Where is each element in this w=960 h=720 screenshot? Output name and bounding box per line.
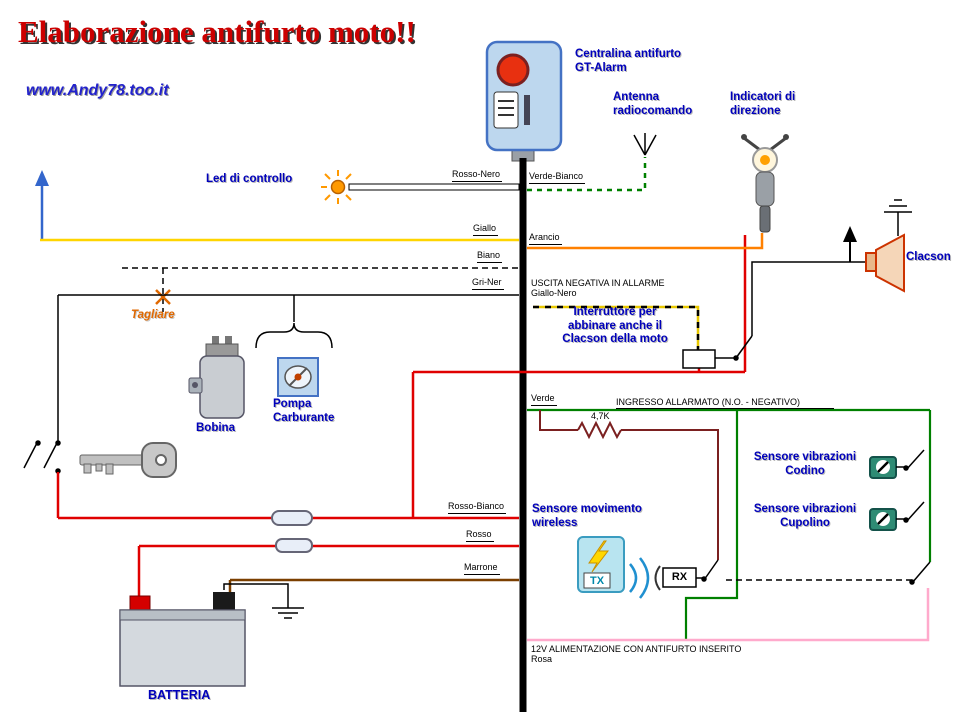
clacson-horn-icon <box>865 233 905 293</box>
wire-label-marrone: Marrone <box>464 562 500 575</box>
ground-icon <box>884 199 912 236</box>
bobina-label: Bobina <box>196 422 235 434</box>
wire-label-verde: Verde <box>531 393 557 406</box>
page-title: Elaborazione antifurto moto!! <box>18 14 416 49</box>
key-icon <box>79 442 177 478</box>
wire-label-giallo: Giallo <box>473 223 499 236</box>
sensore-codino-label: Sensore vibrazioni Codino <box>753 451 857 477</box>
battery-icon <box>119 592 246 687</box>
wire-arancio <box>527 233 764 250</box>
vibration-sensor-icon <box>869 508 897 531</box>
sensore-movimento-label: Sensore movimento wireless <box>532 503 642 529</box>
rx-switch-icon <box>696 559 719 582</box>
clacson-label: Clacson <box>906 251 951 263</box>
resistor-label: 4,7K <box>591 411 610 421</box>
wireless-waves-icon <box>629 557 661 599</box>
antenna-icon <box>633 133 657 156</box>
fuse-holder-icon <box>271 510 313 526</box>
wire-label-rosso-bianco: Rosso-Bianco <box>448 501 507 514</box>
wire-label-arancio: Arancio <box>529 232 562 245</box>
fuse-holder-icon <box>275 538 313 553</box>
fuel-pump-icon <box>277 357 319 397</box>
cut-x-icon <box>155 289 171 305</box>
bobina-icon <box>188 336 245 419</box>
led-icon <box>321 170 352 204</box>
tagliare-label: Tagliare <box>131 309 175 321</box>
horn-switch-icon <box>715 261 870 361</box>
wire-label-biano: Biano <box>477 250 503 263</box>
lightning-icon <box>588 540 610 573</box>
alarm-unit-icon <box>485 40 563 152</box>
dashed-link-switch-icon <box>909 561 931 585</box>
wire-giallo-nero <box>533 305 700 350</box>
wire-label-rosso-nero: Rosso-Nero <box>452 169 503 182</box>
tx-transmitter-icon <box>577 536 625 593</box>
wire-label-gri-ner: Gri-Ner <box>472 277 504 290</box>
antenna-label: Antenna radiocomando <box>613 91 693 117</box>
website-link[interactable]: www.Andy78.too.it <box>26 82 169 99</box>
wire-verde-bianco <box>527 157 647 192</box>
wire-gri-ner <box>57 294 519 441</box>
led-label: Led di controllo <box>206 173 293 185</box>
wire-marrone <box>228 578 519 592</box>
vibration-sensor-icon <box>869 456 897 479</box>
pompa-label: Pompa Carburante <box>273 398 335 424</box>
batteria-label: BATTERIA <box>148 688 211 702</box>
tx-label: TX <box>589 575 605 587</box>
wire-sensor-loop <box>539 410 719 560</box>
direction-arrow-icon <box>843 226 857 262</box>
wire-label-verde-bianco: Verde-Bianco <box>529 171 586 184</box>
ingresso-note: INGRESSO ALLARMATO (N.O. - NEGATIVO) <box>616 397 834 410</box>
brace <box>255 322 333 349</box>
sensore-cupolino-label: Sensore vibrazioni Cupolino <box>753 503 857 529</box>
centralina-label: Centralina antifurto GT-Alarm <box>575 48 682 74</box>
sensor-switch-icon <box>896 449 925 471</box>
sensor-switch-icon <box>896 501 925 523</box>
uscita-note: USCITA NEGATIVA IN ALLARME Giallo-Nero <box>531 278 665 299</box>
wire-label-rosso: Rosso <box>466 529 494 542</box>
motorcycle-icon <box>741 134 789 233</box>
indicatori-label: Indicatori di direzione <box>730 91 796 117</box>
rx-label: RX <box>671 571 688 583</box>
interruttore-label: Interruttore per abbinare anche il Clacs… <box>562 306 668 346</box>
wire-biano <box>122 267 519 312</box>
ground-icon <box>223 583 304 619</box>
alimentazione-note: 12V ALIMENTAZIONE CON ANTIFURTO INSERITO… <box>531 644 742 665</box>
relay-box <box>682 349 716 369</box>
arrow-up-icon <box>35 170 49 240</box>
wire-rosa <box>527 588 930 642</box>
ignition-switch-icon <box>23 440 61 474</box>
wire-rosso-nero <box>348 183 520 191</box>
wire-verde <box>527 408 932 640</box>
